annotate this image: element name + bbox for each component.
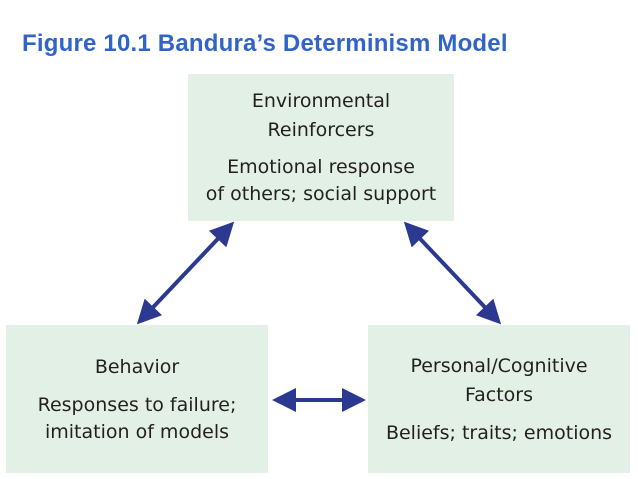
box-detail-line: Emotional response <box>227 156 415 178</box>
box-heading-line: Behavior <box>94 355 180 378</box>
box-heading-line: Personal/Cognitive <box>410 354 588 377</box>
environmental-reinforcers-box: Environmental Reinforcers Emotional resp… <box>188 74 454 221</box>
arrow-environment-personal <box>403 221 502 325</box>
box-detail-line: imitation of models <box>44 420 229 443</box>
box-detail-line: of others; social support <box>205 183 437 205</box>
box-detail-line: Responses to failure; <box>37 393 237 416</box>
behavior-detail: Responses to failure; imitation of model… <box>38 392 237 446</box>
personal-cognitive-factors-box: Personal/Cognitive Factors Beliefs; trai… <box>368 325 630 473</box>
environmental-reinforcers-heading: Environmental Reinforcers <box>252 87 390 145</box>
personal-cognitive-factors-detail: Beliefs; traits; emotions <box>386 420 612 447</box>
box-heading-line: Environmental <box>251 90 391 112</box>
figure-title: Figure 10.1 Bandura’s Determinism Model <box>22 30 508 57</box>
box-detail-line: Beliefs; traits; emotions <box>385 421 613 444</box>
box-heading-line: Reinforcers <box>267 119 375 141</box>
environmental-reinforcers-detail: Emotional response of others; social sup… <box>206 154 436 208</box>
personal-cognitive-factors-heading: Personal/Cognitive Factors <box>410 352 587 410</box>
arrow-behavior-environment <box>136 221 235 325</box>
behavior-heading: Behavior <box>95 353 179 382</box>
box-heading-line: Factors <box>464 383 534 406</box>
behavior-box: Behavior Responses to failure; imitation… <box>6 325 268 473</box>
